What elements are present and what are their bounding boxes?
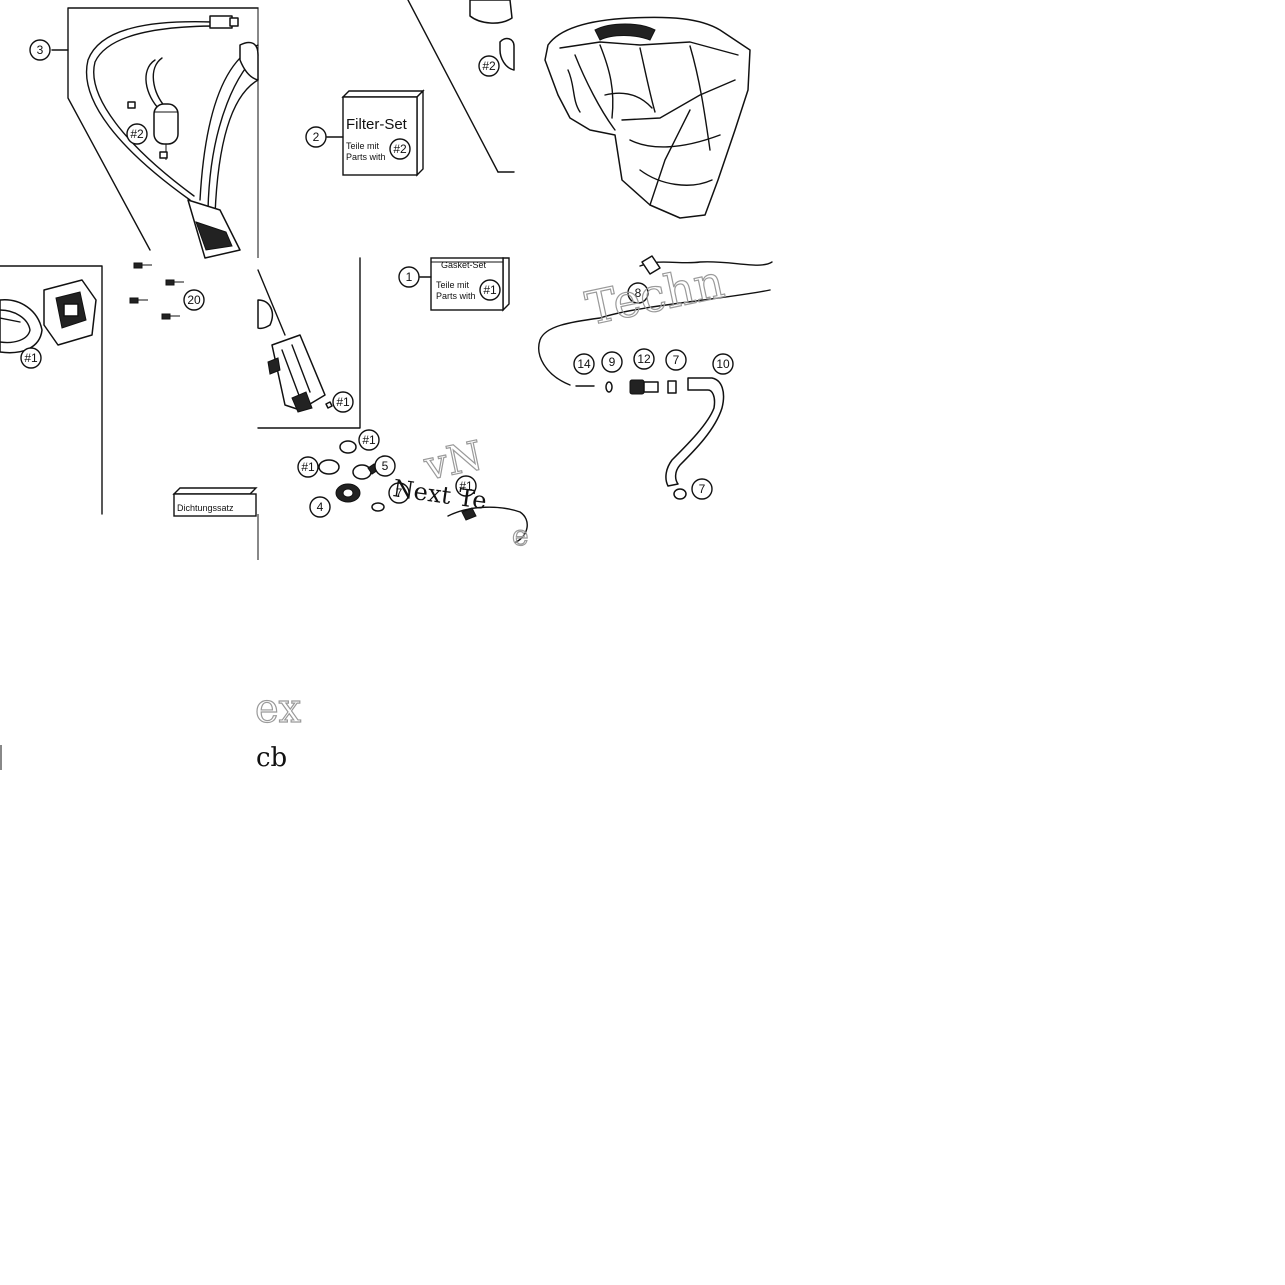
- svg-text:#1: #1: [483, 283, 497, 297]
- svg-text:7: 7: [699, 482, 706, 496]
- svg-text:10: 10: [716, 357, 730, 371]
- tile-fuel-tank: [544, 16, 751, 219]
- filter-set-line2: Parts with: [346, 152, 386, 162]
- gasket-set-title: Gasket-Set: [441, 260, 487, 270]
- svg-text:#2: #2: [482, 59, 496, 73]
- svg-text:20: 20: [187, 293, 201, 307]
- tile-pump-flange: Dichtungssatz: [0, 262, 259, 560]
- callout-3: 3: [29, 39, 51, 61]
- dichtungssatz-box: Dichtungssatz: [172, 487, 258, 517]
- filter-set-box: Filter-Set Teile mit Parts with: [341, 89, 425, 177]
- callout-1: 1: [398, 266, 420, 288]
- svg-text:12: 12: [637, 352, 651, 366]
- ref-1-flange: #1: [20, 347, 42, 369]
- watermark-ex: ex: [255, 686, 302, 732]
- ref-2-pump: #2: [478, 55, 500, 77]
- callout-8: 8: [627, 282, 649, 304]
- svg-text:7: 7: [673, 353, 680, 367]
- svg-text:#1: #1: [459, 479, 473, 493]
- svg-text:5: 5: [382, 459, 389, 473]
- svg-text:#1: #1: [336, 395, 350, 409]
- svg-text:9: 9: [609, 355, 616, 369]
- svg-text:3: 3: [37, 43, 44, 57]
- ref-1-gasket-set-box: #1: [479, 279, 501, 301]
- callout-7-bottom: 7: [691, 478, 713, 500]
- screw-set-20: [129, 262, 184, 320]
- callout-7-top: 7: [665, 349, 687, 371]
- callout-12: 12: [633, 348, 655, 370]
- ref-1-oring-upper: #1: [358, 429, 380, 451]
- watermark-e: e: [512, 519, 529, 552]
- gasket-set-line2: Parts with: [436, 291, 476, 301]
- svg-text:2: 2: [313, 130, 320, 144]
- svg-text:#2: #2: [393, 142, 407, 156]
- gasket-set-line1: Teile mit: [436, 280, 470, 290]
- callout-7-center: 7: [388, 482, 410, 504]
- ref-2-filter: #2: [126, 123, 148, 145]
- tile-pump-cartridge: Gasket-Set Teile mit Parts with: [257, 257, 528, 543]
- svg-text:#1: #1: [362, 433, 376, 447]
- svg-text:4: 4: [317, 500, 324, 514]
- callout-4: 4: [309, 496, 331, 518]
- callout-14: 14: [573, 353, 595, 375]
- svg-text:#2: #2: [130, 127, 144, 141]
- svg-text:7: 7: [396, 486, 403, 500]
- ref-1-center: #1: [455, 475, 477, 497]
- callout-10: 10: [712, 353, 734, 375]
- dichtungssatz-title: Dichtungssatz: [177, 503, 234, 513]
- ref-2-filter-set-box: #2: [389, 138, 411, 160]
- ref-1-oring-left: #1: [297, 456, 319, 478]
- callout-5: 5: [374, 455, 396, 477]
- filter-set-title: Filter-Set: [346, 116, 408, 133]
- watermark-cb: cb: [256, 743, 287, 773]
- svg-text:14: 14: [577, 357, 591, 371]
- svg-text:1: 1: [406, 270, 413, 284]
- svg-text:#1: #1: [301, 460, 315, 474]
- callout-20: 20: [183, 289, 205, 311]
- callout-9: 9: [601, 351, 623, 373]
- svg-text:8: 8: [635, 286, 642, 300]
- tile-fuel-pump-harness: [51, 7, 259, 259]
- callout-2: 2: [305, 126, 327, 148]
- tile-hose-fittings: [538, 255, 773, 500]
- ref-1-cartridge: #1: [332, 391, 354, 413]
- tile-filter-set: Filter-Set Teile mit Parts with: [326, 0, 515, 177]
- filter-set-line1: Teile mit: [346, 141, 380, 151]
- svg-text:#1: #1: [24, 351, 38, 365]
